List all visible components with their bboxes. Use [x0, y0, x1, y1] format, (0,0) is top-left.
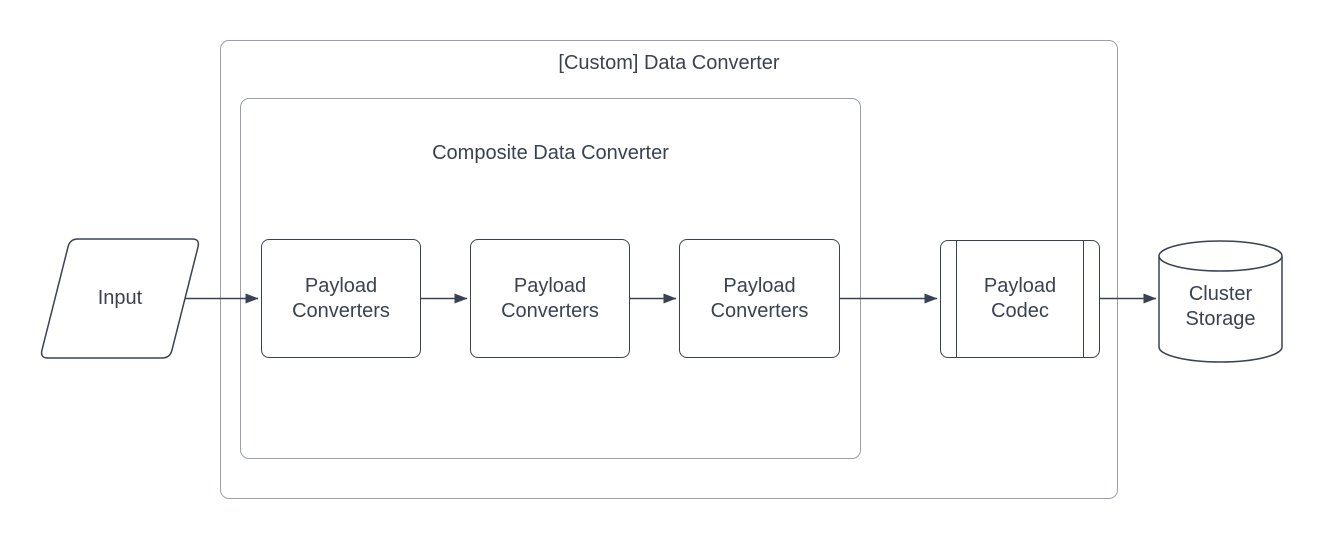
payload-codec-label: Payload Codec: [983, 275, 1057, 322]
input-label: Input: [97, 287, 143, 309]
custom-data-converter-container: [Custom] Data Converter: [220, 40, 1118, 499]
cluster-storage-cylinder-body: [1158, 256, 1283, 363]
payload-codec-left-bar: [956, 241, 957, 357]
custom-data-converter-label: [Custom] Data Converter: [558, 52, 780, 74]
payload-converters-node-2: Payload Converters: [470, 239, 630, 358]
payload-codec-node: Payload Codec: [940, 240, 1100, 358]
cluster-storage-label: Cluster Storage: [1185, 283, 1256, 330]
cluster-storage-cylinder-top: [1158, 240, 1283, 272]
payload-converters-label-1: Payload Converters: [292, 274, 390, 322]
payload-converters-node-1: Payload Converters: [261, 239, 421, 358]
payload-converters-node-3: Payload Converters: [679, 239, 840, 358]
composite-data-converter-container: Composite Data Converter: [240, 98, 861, 459]
input-parallelogram-shape: [40, 238, 200, 359]
payload-converters-label-3: Payload Converters: [710, 274, 809, 322]
composite-data-converter-label: Composite Data Converter: [432, 142, 669, 164]
payload-codec-right-bar: [1083, 241, 1084, 357]
payload-converters-label-2: Payload Converters: [501, 274, 599, 322]
